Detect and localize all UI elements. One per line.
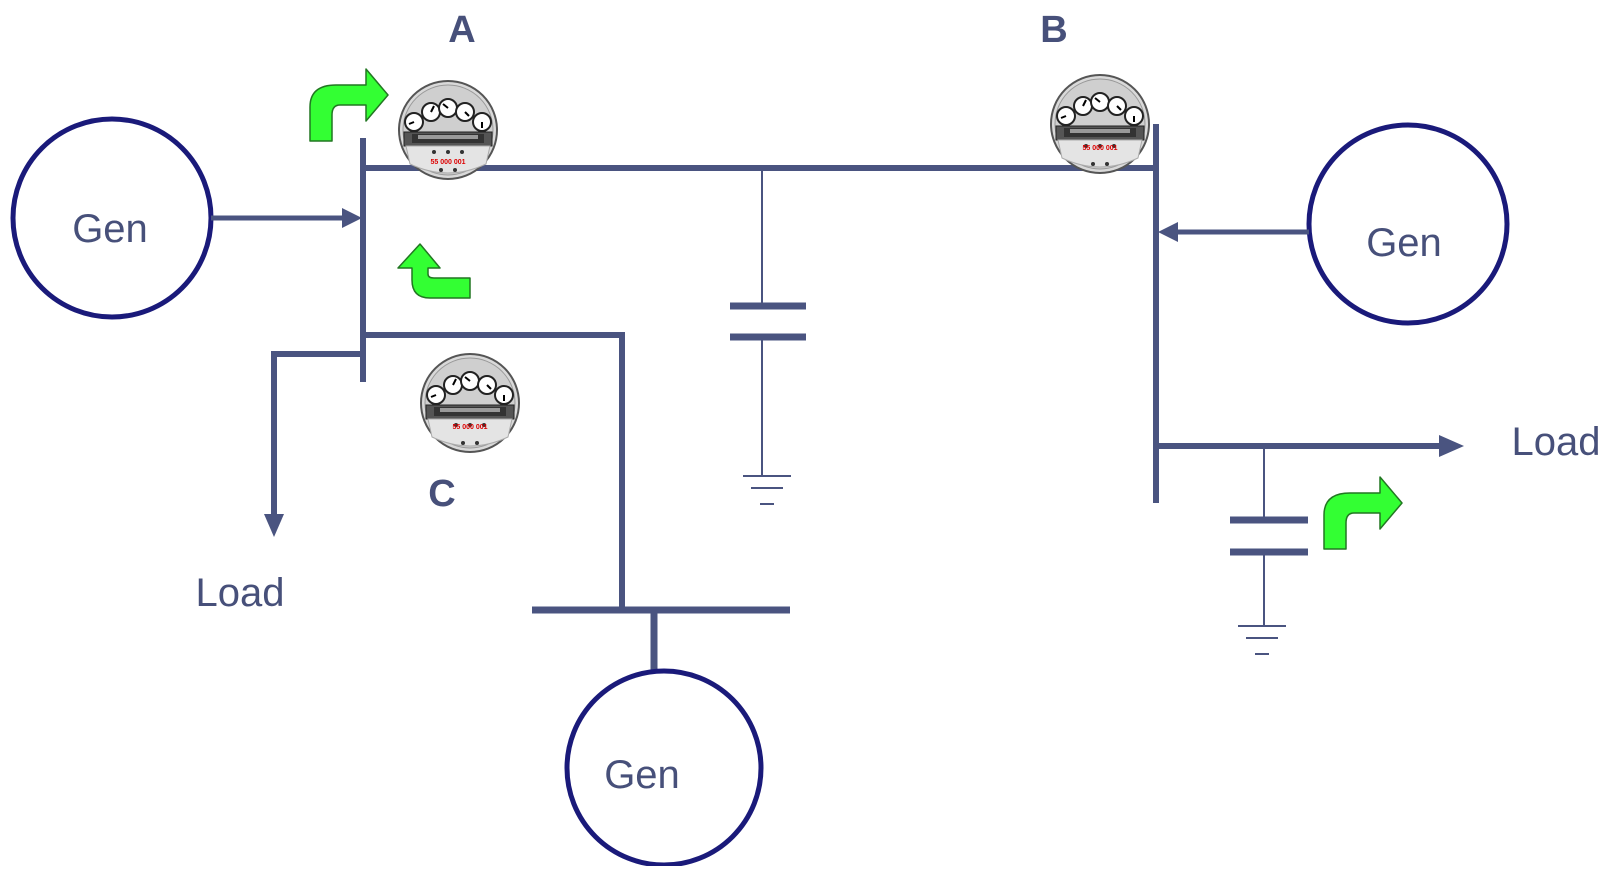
line-a-c <box>363 332 625 610</box>
electric-meter-icon <box>420 353 520 453</box>
meter-c-reading: 55 000 001 <box>452 424 487 431</box>
arrow-right-icon <box>1439 435 1464 457</box>
meter-b: 55 000 001 <box>1050 74 1150 174</box>
flow-arrow-c-icon <box>397 243 471 299</box>
capacitor-bus-b <box>1230 446 1308 655</box>
load-right-label: Load <box>1512 420 1601 464</box>
generator-bottom-label: Gen <box>604 753 680 797</box>
load-left-label: Load <box>196 571 285 615</box>
meter-b-reading: 55 000 001 <box>1082 145 1117 152</box>
generator-right-label: Gen <box>1366 221 1442 265</box>
flow-arrow-a-icon <box>309 68 389 142</box>
flow-arrow-b-icon <box>1323 476 1403 550</box>
generator-left: Gen <box>10 116 362 320</box>
meter-c: 55 000 001 <box>420 353 520 453</box>
meter-a: 55 000 001 <box>398 80 498 180</box>
generator-bottom: Gen <box>564 668 764 868</box>
generator-left-label: Gen <box>72 207 148 251</box>
ground-icon <box>742 475 792 505</box>
node-a-label: A <box>448 9 475 51</box>
arrow-down-icon <box>264 514 284 537</box>
ground-icon <box>1237 625 1287 655</box>
arrow-right-icon <box>342 208 362 228</box>
generator-right: Gen <box>1158 122 1510 326</box>
arrow-left-icon <box>1158 222 1178 242</box>
bus-c <box>532 606 790 670</box>
meter-a-reading: 55 000 001 <box>430 159 465 166</box>
load-right: Load <box>1156 420 1600 464</box>
electric-meter-icon <box>1050 74 1150 174</box>
node-c-label: C <box>428 473 455 515</box>
load-left: Load <box>196 351 363 615</box>
capacitor-line-ab <box>730 168 806 505</box>
node-b-label: B <box>1040 9 1067 51</box>
